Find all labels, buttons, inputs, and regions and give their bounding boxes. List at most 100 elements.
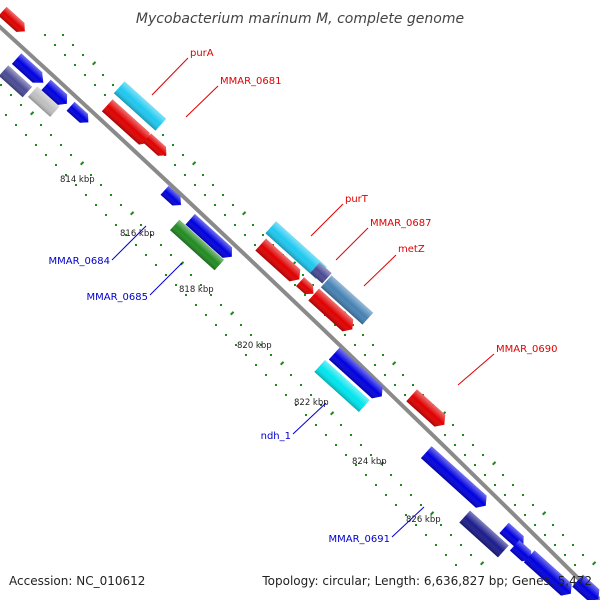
gc-dot	[90, 174, 92, 176]
gene-reverse[interactable]	[66, 101, 93, 127]
gc-dot	[40, 124, 42, 126]
gene-forward[interactable]	[255, 238, 304, 286]
gc-dot	[280, 361, 285, 366]
gene-MMAR_0681[interactable]	[101, 99, 154, 148]
gc-dot	[165, 274, 167, 276]
gc-dot	[492, 461, 497, 466]
gene-purA[interactable]	[113, 81, 167, 131]
gc-dot	[222, 194, 224, 196]
gc-dot	[210, 294, 212, 296]
gc-dot	[420, 504, 422, 506]
gene-label-metZ[interactable]: metZ	[398, 244, 425, 255]
gc-dot	[532, 504, 534, 506]
gene-forward[interactable]	[143, 133, 170, 160]
gc-dot	[325, 434, 327, 436]
gc-dot	[140, 224, 142, 226]
gene-reverse[interactable]	[0, 6, 29, 36]
gc-dot	[464, 454, 466, 456]
gc-dot	[112, 84, 114, 86]
gc-dot	[130, 211, 135, 216]
gene-metZ[interactable]	[320, 275, 374, 325]
gc-dot	[0, 84, 2, 86]
gc-dot	[265, 374, 267, 376]
gene-forward[interactable]	[308, 288, 357, 336]
gc-dot	[462, 434, 464, 436]
gc-dot	[79, 161, 85, 166]
gc-dot	[592, 561, 597, 566]
gene-label-MMAR_0685[interactable]: MMAR_0685	[87, 292, 149, 303]
gc-dot	[215, 324, 217, 326]
gene-label-MMAR_0690[interactable]: MMAR_0690	[496, 344, 558, 355]
gene-MMAR_0687[interactable]	[310, 262, 332, 284]
gc-dot	[35, 144, 37, 146]
gene-ndh_1[interactable]	[314, 359, 370, 413]
tick-label: 824 kbp	[352, 457, 387, 467]
gc-dot	[285, 394, 287, 396]
gene-label-ndh_1[interactable]: ndh_1	[261, 431, 291, 442]
gc-dot	[395, 504, 397, 506]
gene-MMAR_0684[interactable]	[185, 214, 237, 262]
gc-dot	[194, 184, 196, 186]
gc-dot	[534, 524, 536, 526]
gene-reverse[interactable]	[509, 540, 536, 565]
gc-dot	[384, 374, 386, 376]
gc-dot	[382, 354, 384, 356]
gene-reverse[interactable]	[572, 574, 600, 600]
gc-dot	[480, 561, 485, 566]
gc-dot	[310, 394, 312, 396]
gc-dot	[135, 244, 137, 246]
gene-reverse[interactable]	[328, 347, 387, 403]
gc-dot	[562, 534, 564, 536]
gene-reverse[interactable]	[0, 65, 33, 98]
gene-purT[interactable]	[265, 221, 327, 279]
gc-dot	[354, 344, 356, 346]
gc-dot	[115, 224, 117, 226]
gene-reverse[interactable]	[27, 86, 60, 117]
gc-dot	[172, 144, 174, 146]
gene-reverse[interactable]	[11, 53, 48, 87]
gc-dot	[84, 74, 86, 76]
map-title: Mycobacterium marinum M, complete genome	[136, 11, 464, 27]
gc-dot	[294, 284, 296, 286]
gene-reverse[interactable]	[523, 550, 576, 599]
gc-dot	[10, 94, 12, 96]
gene-MMAR_0691[interactable]	[459, 510, 509, 558]
gene-forward[interactable]	[296, 277, 317, 298]
gc-dot	[102, 74, 104, 76]
gene-label-MMAR_0684[interactable]: MMAR_0684	[49, 256, 111, 267]
gene-MMAR_0690[interactable]	[406, 389, 449, 430]
gc-dot	[512, 484, 514, 486]
gc-dot	[145, 254, 147, 256]
gene-reverse[interactable]	[499, 522, 528, 551]
gene-reverse[interactable]	[41, 79, 71, 109]
gene-label-purT[interactable]: purT	[345, 194, 369, 205]
gc-dot	[160, 244, 162, 246]
gc-dot	[410, 494, 412, 496]
gc-dot	[445, 554, 447, 556]
gc-dot	[494, 484, 496, 486]
gene-MMAR_0685[interactable]	[170, 219, 224, 271]
gc-dot	[405, 514, 407, 516]
gc-dot	[344, 334, 346, 336]
gc-dot	[200, 284, 202, 286]
gc-dot	[92, 61, 97, 66]
gc-dot	[572, 544, 574, 546]
gc-dot	[402, 374, 404, 376]
gc-dot	[54, 44, 56, 46]
gc-dot	[474, 464, 476, 466]
gene-label-MMAR_0687[interactable]: MMAR_0687	[370, 218, 432, 229]
gc-dot	[524, 514, 526, 516]
gc-track-inner	[0, 84, 485, 566]
gene-reverse[interactable]	[160, 185, 185, 210]
gc-dot	[235, 344, 237, 346]
gc-dot	[275, 384, 277, 386]
gc-dot	[190, 274, 192, 276]
gene-reverse[interactable]	[420, 446, 491, 511]
gene-label-MMAR_0691[interactable]: MMAR_0691	[329, 534, 391, 545]
gc-dot	[170, 254, 172, 256]
gene-label-MMAR_0681[interactable]: MMAR_0681	[220, 76, 282, 87]
gene-label-purA[interactable]: purA	[190, 48, 214, 59]
gc-dot	[300, 384, 302, 386]
gc-dot	[75, 184, 77, 186]
